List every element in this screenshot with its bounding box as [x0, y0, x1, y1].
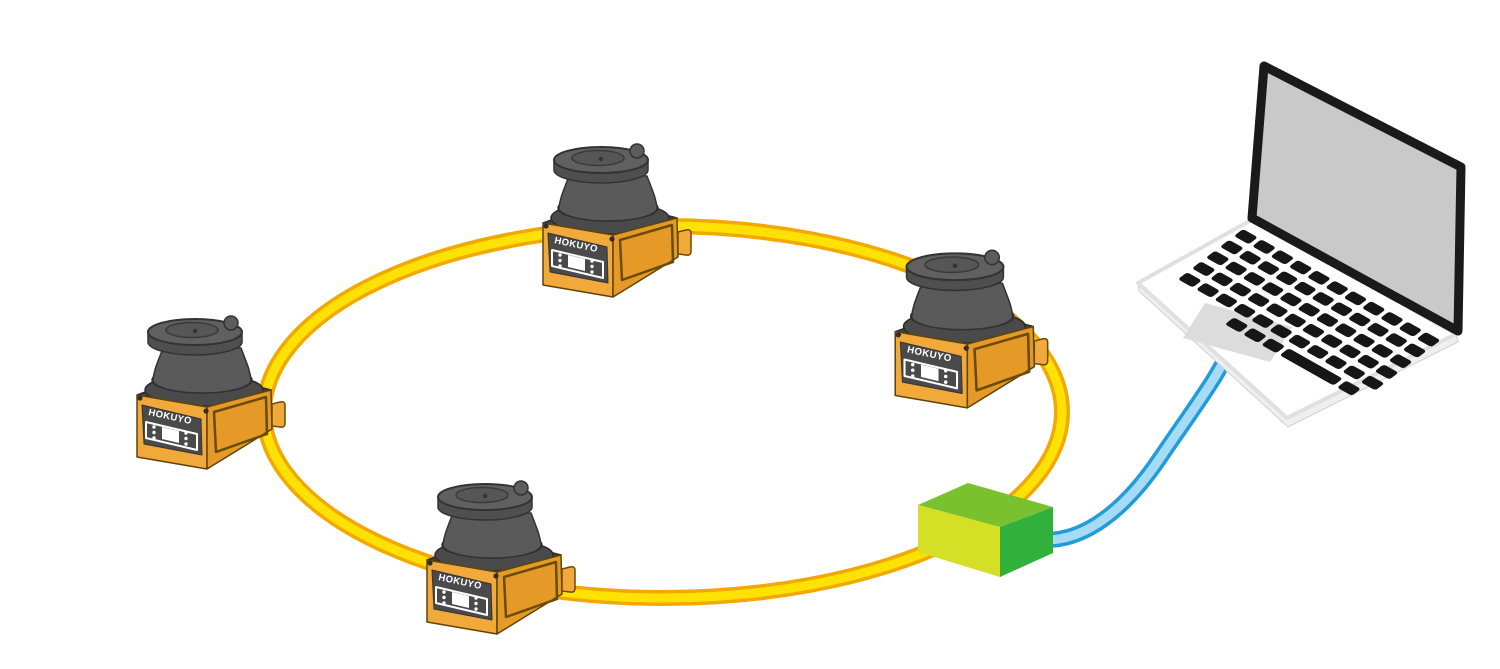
laptop-key: [1308, 271, 1330, 285]
laptop-key: [1330, 302, 1353, 316]
laptop-cable-core: [1018, 336, 1239, 545]
network-hub: [918, 483, 1053, 577]
laptop-key: [1288, 334, 1311, 349]
laptop-key: [1248, 293, 1270, 307]
laptop-key: [1375, 365, 1398, 379]
laptop-key: [1179, 273, 1201, 287]
laptop-key: [1389, 354, 1412, 368]
laptop-key: [1266, 303, 1288, 318]
laptop-key: [1361, 376, 1384, 390]
laptop-key: [1197, 283, 1219, 297]
laptop-key: [1271, 250, 1293, 265]
laptop-key: [1225, 261, 1247, 276]
laptop-key: [1344, 291, 1367, 306]
laptop-keyboard-keys: [1179, 229, 1440, 395]
laptop-key: [1257, 261, 1279, 275]
laptop-key: [1239, 250, 1261, 265]
laptop-key: [1235, 229, 1257, 244]
lidar-sensor-top: HOKUYO: [541, 142, 693, 299]
hub-top-face: [918, 483, 1053, 527]
lidar-sensor-left: HOKUYO: [135, 314, 287, 471]
laptop-key: [1339, 344, 1361, 359]
laptop-key: [1211, 272, 1233, 287]
laptop-key: [1253, 240, 1275, 254]
laptop-key: [1294, 281, 1316, 296]
laptop-key: [1298, 302, 1320, 317]
laptop-key: [1290, 260, 1312, 275]
laptop-key: [1321, 334, 1343, 348]
laptop-key: [1234, 303, 1256, 318]
laptop-key: [1363, 301, 1385, 316]
laptop-key: [1302, 324, 1325, 338]
laptop-key: [1252, 314, 1274, 328]
laptop-key: [1262, 282, 1284, 296]
laptop: [1136, 61, 1466, 428]
laptop-key: [1276, 271, 1298, 286]
laptop-key: [1229, 282, 1251, 297]
laptop-key: [1353, 333, 1375, 348]
laptop-key: [1338, 381, 1360, 395]
laptop-key: [1244, 328, 1266, 343]
hub-side-face: [1000, 507, 1053, 577]
laptop-key: [1399, 322, 1421, 337]
laptop-key: [1307, 345, 1329, 359]
laptop-key: [1417, 332, 1440, 347]
laptop-key: [1270, 324, 1292, 339]
laptop-key: [1226, 318, 1248, 332]
laptop-cable: [1017, 335, 1242, 548]
laptop-key: [1280, 292, 1302, 307]
laptop-key: [1367, 323, 1389, 337]
laptop-key: [1193, 262, 1215, 276]
laptop-key: [1343, 365, 1365, 380]
laptop-key: [1371, 344, 1393, 358]
laptop-key: [1326, 281, 1348, 295]
laptop-screen: [1247, 61, 1466, 336]
laptop-key: [1316, 313, 1339, 327]
laptop-key: [1284, 313, 1306, 328]
hub-front-face: [918, 505, 1000, 577]
laptop-key: [1215, 293, 1237, 308]
laptop-trackpad: [1183, 303, 1292, 362]
laptop-key: [1403, 343, 1426, 358]
laptop-key: [1207, 251, 1229, 266]
laptop-key: [1312, 292, 1334, 306]
laptop-key: [1262, 338, 1284, 353]
lidar-sensor-right: HOKUYO: [893, 249, 1049, 410]
laptop-key: [1349, 312, 1371, 327]
laptop-key: [1335, 323, 1357, 338]
laptop-key: [1325, 355, 1347, 369]
laptop-key: [1221, 240, 1243, 255]
laptop-key: [1357, 354, 1379, 369]
laptop-key: [1243, 272, 1265, 286]
laptop-key: [1280, 349, 1342, 385]
laptop-key: [1385, 333, 1407, 347]
lidar-sensor-bottom: HOKUYO: [425, 479, 577, 636]
laptop-key: [1381, 312, 1403, 326]
